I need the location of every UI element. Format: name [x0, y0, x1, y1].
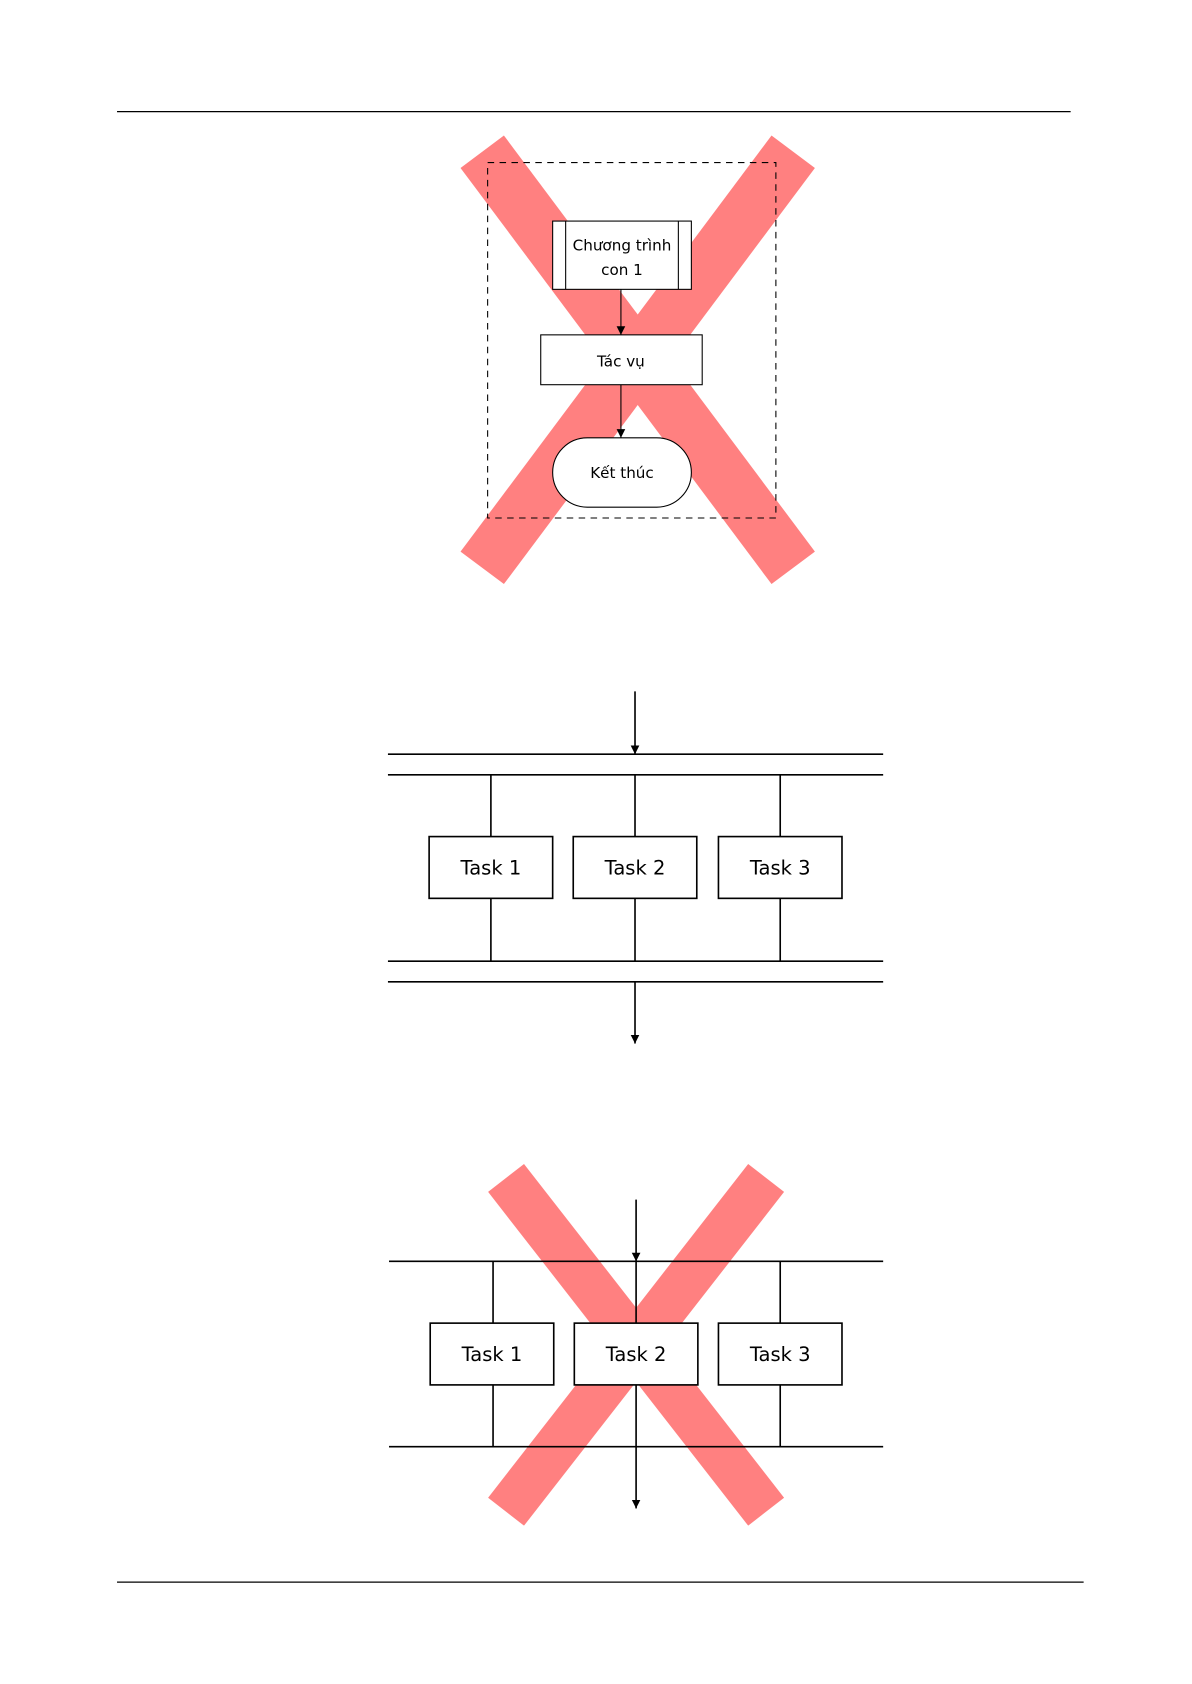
subroutine-box: Chương trình con 1	[552, 220, 692, 290]
diagram-subroutine-crossed: Chương trình con 1 Tác vụ Kết thúc	[460, 135, 815, 585]
task-box: Tác vụ	[540, 334, 703, 386]
task-box-2	[573, 1322, 699, 1386]
diagram-parallel-correct	[387, 691, 884, 1044]
subroutine-label-line1: Chương trình	[573, 236, 672, 254]
task-1-label: Task 1	[460, 857, 522, 880]
task-3-label: Task 3	[749, 857, 811, 880]
task-box-3	[717, 1322, 843, 1386]
task-3-label: Task 3	[749, 1343, 811, 1366]
diagram-parallel-crossed: Task 1 Task 2 Task 3	[389, 1163, 884, 1526]
dashed-boundary	[487, 162, 777, 519]
task-box-3	[717, 835, 843, 900]
terminal-box: Kết thúc	[552, 437, 692, 508]
task-box-2	[572, 835, 698, 900]
subroutine-label-line2: con 1	[601, 261, 643, 279]
terminal-label: Kết thúc	[590, 464, 654, 482]
task-box-1	[428, 835, 554, 900]
task-2-label: Task 2	[604, 857, 666, 880]
task-1-label: Task 1	[461, 1343, 523, 1366]
task-2-label: Task 2	[605, 1343, 667, 1366]
task-box-1	[429, 1322, 555, 1386]
task-label: Tác vụ	[596, 352, 645, 370]
